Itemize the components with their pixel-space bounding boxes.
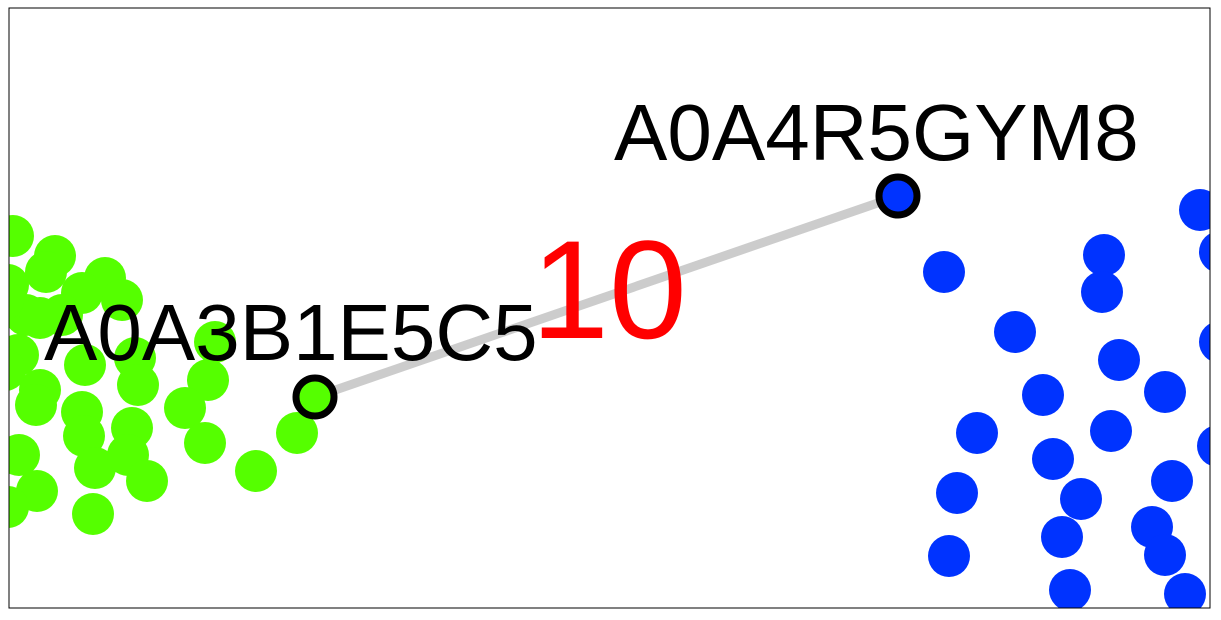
blue-cluster-node[interactable]	[1098, 339, 1140, 381]
source-node-label: A0A3B1E5C5	[44, 288, 538, 377]
green-cluster-node[interactable]	[15, 384, 57, 426]
blue-cluster-node[interactable]	[1041, 516, 1083, 558]
blue-cluster-node[interactable]	[1081, 271, 1123, 313]
blue-cluster-node[interactable]	[923, 251, 965, 293]
target-node[interactable]	[875, 173, 921, 219]
green-cluster-node[interactable]	[276, 412, 318, 454]
blue-cluster-node[interactable]	[1199, 321, 1221, 363]
green-cluster-node[interactable]	[0, 279, 24, 321]
green-cluster-node[interactable]	[194, 321, 236, 363]
edge-line[interactable]	[310, 191, 903, 402]
green-cluster-node[interactable]	[0, 215, 34, 257]
blue-cluster-node[interactable]	[994, 311, 1036, 353]
blue-cluster-node[interactable]	[1199, 231, 1221, 273]
green-cluster-node[interactable]	[0, 434, 40, 476]
green-cluster-node[interactable]	[64, 344, 106, 386]
blue-cluster-node[interactable]	[1164, 573, 1206, 615]
green-cluster-node[interactable]	[74, 447, 116, 489]
blue-node-cluster	[923, 189, 1221, 615]
plot-frame	[8, 7, 1211, 609]
blue-cluster-node[interactable]	[1022, 374, 1064, 416]
blue-cluster-node[interactable]	[1179, 189, 1221, 231]
green-cluster-node[interactable]	[25, 251, 67, 293]
green-cluster-node[interactable]	[235, 450, 277, 492]
blue-cluster-node[interactable]	[1060, 478, 1102, 520]
green-cluster-node[interactable]	[0, 349, 26, 391]
green-cluster-node[interactable]	[164, 387, 206, 429]
blue-cluster-node[interactable]	[1083, 234, 1125, 276]
blue-cluster-node[interactable]	[1151, 460, 1193, 502]
green-cluster-node[interactable]	[72, 493, 114, 535]
green-cluster-node[interactable]	[101, 279, 143, 321]
green-cluster-node[interactable]	[126, 460, 168, 502]
blue-cluster-node[interactable]	[1032, 438, 1074, 480]
target-node-label: A0A4R5GYM8	[614, 88, 1139, 177]
green-cluster-node[interactable]	[63, 415, 105, 457]
green-node-cluster	[0, 215, 318, 535]
green-cluster-node[interactable]	[184, 422, 226, 464]
plot-area: A0A3B1E5C5 A0A4R5GYM8 10	[0, 88, 1221, 615]
blue-cluster-node[interactable]	[1144, 371, 1186, 413]
blue-cluster-node[interactable]	[1090, 410, 1132, 452]
blue-cluster-node[interactable]	[936, 472, 978, 514]
blue-cluster-node[interactable]	[1144, 534, 1186, 576]
green-cluster-node[interactable]	[117, 364, 159, 406]
green-cluster-node[interactable]	[19, 297, 61, 339]
blue-cluster-node[interactable]	[1049, 569, 1091, 611]
blue-cluster-node[interactable]	[1197, 425, 1221, 467]
green-cluster-node[interactable]	[0, 486, 29, 528]
blue-cluster-node[interactable]	[928, 535, 970, 577]
green-cluster-node[interactable]	[187, 359, 229, 401]
source-node[interactable]	[292, 374, 338, 420]
blue-cluster-node[interactable]	[956, 412, 998, 454]
edge-weight-label: 10	[531, 211, 687, 368]
